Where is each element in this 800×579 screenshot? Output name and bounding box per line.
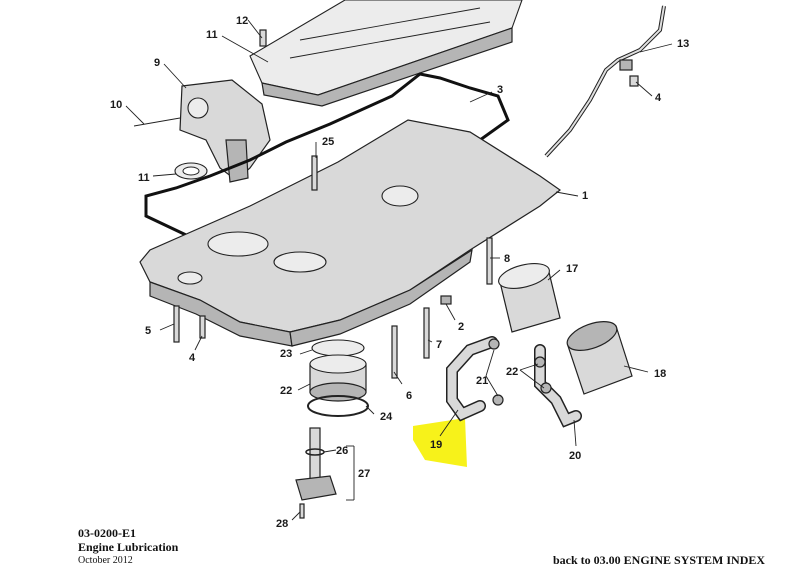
part-6-bolt (391, 325, 398, 379)
document-code: 03-0200-E1 (78, 526, 136, 540)
callout-1: 1 (582, 190, 588, 202)
callout-24: 23 (280, 348, 292, 360)
part-10-bolt (133, 117, 181, 127)
part-8-bolt (486, 237, 493, 285)
callout-17: 13 (677, 38, 689, 50)
part-12-baffle-plate (249, 0, 523, 107)
callout-2: 2 (458, 321, 464, 333)
part-21-hose (534, 344, 582, 428)
part-17-dipstick-tube (544, 5, 666, 158)
callout-5: 5 (145, 325, 151, 337)
part-5-bolt (173, 305, 180, 343)
callout-22-left: 21 (476, 375, 488, 387)
callout-7: 7 (436, 339, 442, 351)
part-4-bolt (199, 315, 206, 339)
callout-18: 17 (566, 263, 578, 275)
callout-13: 12 (236, 15, 248, 27)
document-date: October 2012 (78, 555, 133, 566)
callout-12: 11 (206, 29, 218, 41)
part-2-drain-plug (440, 295, 452, 305)
callout-27: 26 (336, 445, 348, 457)
callout-8: 8 (504, 253, 510, 265)
leader-lines (125, 19, 673, 521)
part-24-cap (311, 339, 365, 357)
callout-11: 11 (138, 172, 150, 184)
callout-3: 3 (497, 84, 503, 96)
callout-4-lower: 4 (189, 352, 196, 364)
part-9-oil-pump (179, 79, 271, 183)
part-22-clamp (488, 338, 552, 406)
part-20-highlight (413, 418, 467, 467)
part-28-sensor (295, 427, 337, 501)
part-13-bolt (259, 29, 267, 47)
callout-22-right: 22 (506, 366, 518, 378)
part-1-oil-pan (139, 119, 562, 347)
callout-25: 24 (380, 411, 393, 423)
callout-4-upper: 4 (655, 92, 662, 104)
document-title: Engine Lubrication (78, 540, 179, 554)
callout-19: 18 (654, 368, 666, 380)
callout-6: 6 (406, 390, 412, 402)
part-7-bolt (423, 307, 430, 359)
part-11-o-ring (174, 162, 208, 180)
part-25-o-ring (307, 395, 369, 417)
part-26-bolt (311, 155, 318, 191)
callout-26: 25 (322, 136, 334, 148)
part-18-oil-cooler (498, 263, 561, 333)
part-23-housing (309, 354, 367, 402)
part-4-bolt-upper (629, 75, 639, 87)
part-20-hose (446, 336, 498, 422)
callout-21: 20 (569, 450, 581, 462)
callout-28: 27 (358, 468, 370, 480)
back-to-index-link[interactable]: back to 03.00 ENGINE SYSTEM INDEX (553, 553, 766, 567)
callout-23: 22 (280, 385, 292, 397)
callout-9: 9 (154, 57, 160, 69)
part-19-oil-filter (566, 321, 633, 395)
callout-29: 28 (276, 518, 288, 530)
callout-10: 10 (110, 99, 122, 111)
part-29-bolt (299, 503, 305, 519)
callout-20: 19 (430, 439, 442, 451)
